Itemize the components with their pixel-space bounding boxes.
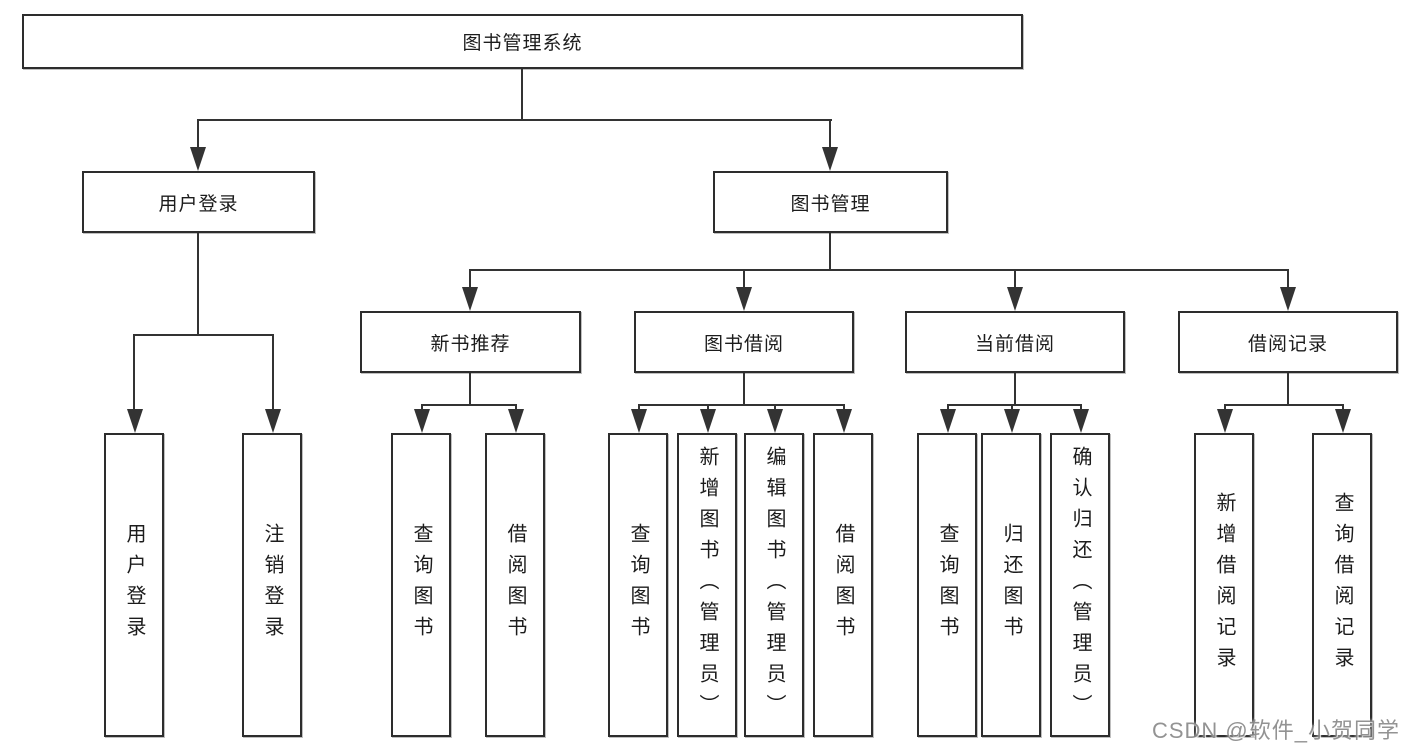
leaf-confirm-return-admin: 确认归还（管理员） bbox=[1050, 433, 1110, 737]
connector-line bbox=[515, 404, 517, 412]
connector-line bbox=[1342, 404, 1344, 412]
leaf-label: 用户登录 bbox=[123, 523, 145, 647]
node-label: 用户登录 bbox=[158, 193, 239, 215]
arrow-down-icon bbox=[1004, 409, 1020, 433]
node-new-book-recommendation: 新书推荐 bbox=[360, 311, 581, 373]
arrow-down-icon bbox=[462, 287, 478, 311]
connector-line bbox=[469, 373, 471, 406]
leaf-label: 借阅图书 bbox=[832, 523, 854, 647]
node-book-borrowing: 图书借阅 bbox=[634, 311, 854, 373]
connector-line bbox=[1014, 373, 1016, 406]
leaf-label: 查询图书 bbox=[410, 523, 432, 647]
leaf-label: 查询图书 bbox=[936, 523, 958, 647]
node-label: 图书管理系统 bbox=[462, 33, 583, 54]
leaf-add-borrow-record: 新增借阅记录 bbox=[1194, 433, 1254, 737]
leaf-borrow-books: 借阅图书 bbox=[813, 433, 873, 737]
connector-line bbox=[197, 233, 199, 336]
leaf-query-books-borrow: 查询图书 bbox=[608, 433, 668, 737]
node-current-borrowing: 当前借阅 bbox=[905, 311, 1125, 373]
arrow-down-icon bbox=[265, 409, 281, 433]
connector-line bbox=[947, 404, 1082, 406]
arrow-down-icon bbox=[1007, 287, 1023, 311]
arrow-down-icon bbox=[736, 287, 752, 311]
leaf-label: 查询借阅记录 bbox=[1331, 492, 1353, 678]
connector-line bbox=[638, 404, 845, 406]
connector-line bbox=[1224, 404, 1226, 412]
leaf-label: 新增图书（管理员） bbox=[696, 445, 718, 725]
arrow-down-icon bbox=[836, 409, 852, 433]
connector-line bbox=[272, 334, 274, 412]
connector-line bbox=[1014, 269, 1016, 291]
connector-line bbox=[774, 404, 776, 412]
leaf-label: 归还图书 bbox=[1000, 523, 1022, 647]
connector-line bbox=[1287, 269, 1289, 291]
leaf-label: 新增借阅记录 bbox=[1213, 492, 1235, 678]
arrow-down-icon bbox=[1217, 409, 1233, 433]
connector-line bbox=[1011, 404, 1013, 412]
leaf-logout: 注销登录 bbox=[242, 433, 302, 737]
node-label: 新书推荐 bbox=[430, 333, 511, 355]
connector-line bbox=[829, 233, 831, 271]
arrow-down-icon bbox=[822, 147, 838, 171]
connector-line bbox=[197, 119, 832, 121]
leaf-label: 编辑图书（管理员） bbox=[763, 445, 785, 725]
connector-line bbox=[421, 404, 517, 406]
node-label: 当前借阅 bbox=[974, 333, 1055, 355]
leaf-label: 注销登录 bbox=[261, 523, 283, 647]
leaf-return-books: 归还图书 bbox=[981, 433, 1041, 737]
node-borrowing-records: 借阅记录 bbox=[1178, 311, 1398, 373]
connector-line bbox=[743, 269, 745, 291]
node-label: 图书管理 bbox=[790, 193, 871, 215]
node-library-management-system: 图书管理系统 bbox=[22, 14, 1023, 69]
arrow-down-icon bbox=[190, 147, 206, 171]
arrow-down-icon bbox=[508, 409, 524, 433]
connector-line bbox=[638, 404, 640, 412]
leaf-label: 确认归还（管理员） bbox=[1069, 445, 1091, 725]
connector-line bbox=[469, 269, 471, 291]
node-book-management: 图书管理 bbox=[713, 171, 948, 233]
arrow-down-icon bbox=[631, 409, 647, 433]
connector-line bbox=[743, 373, 745, 406]
node-label: 借阅记录 bbox=[1247, 333, 1328, 355]
connector-line bbox=[133, 334, 274, 336]
arrow-down-icon bbox=[1335, 409, 1351, 433]
connector-line bbox=[521, 69, 523, 120]
leaf-add-books-admin: 新增图书（管理员） bbox=[677, 433, 737, 737]
connector-line bbox=[1287, 373, 1289, 406]
node-label: 图书借阅 bbox=[703, 333, 784, 355]
connector-line bbox=[843, 404, 845, 412]
node-user-login: 用户登录 bbox=[82, 171, 315, 233]
arrow-down-icon bbox=[127, 409, 143, 433]
csdn-watermark: CSDN @软件_小贺同学 bbox=[1151, 718, 1400, 743]
connector-line bbox=[133, 334, 135, 412]
connector-line bbox=[1224, 404, 1344, 406]
connector-line bbox=[421, 404, 423, 412]
arrow-down-icon bbox=[700, 409, 716, 433]
connector-line bbox=[707, 404, 709, 412]
arrow-down-icon bbox=[414, 409, 430, 433]
connector-line bbox=[1080, 404, 1082, 412]
leaf-label: 查询图书 bbox=[627, 523, 649, 647]
connector-line bbox=[469, 269, 1289, 271]
leaf-edit-books-admin: 编辑图书（管理员） bbox=[744, 433, 804, 737]
arrow-down-icon bbox=[1280, 287, 1296, 311]
arrow-down-icon bbox=[940, 409, 956, 433]
leaf-query-borrow-record: 查询借阅记录 bbox=[1312, 433, 1372, 737]
leaf-borrow-books-recommend: 借阅图书 bbox=[485, 433, 545, 737]
leaf-query-books-current: 查询图书 bbox=[917, 433, 977, 737]
arrow-down-icon bbox=[767, 409, 783, 433]
leaf-user-login: 用户登录 bbox=[104, 433, 164, 737]
leaf-query-books-recommend: 查询图书 bbox=[391, 433, 451, 737]
connector-line bbox=[947, 404, 949, 412]
arrow-down-icon bbox=[1073, 409, 1089, 433]
connector-line bbox=[197, 119, 199, 149]
connector-line bbox=[829, 119, 831, 149]
leaf-label: 借阅图书 bbox=[504, 523, 526, 647]
